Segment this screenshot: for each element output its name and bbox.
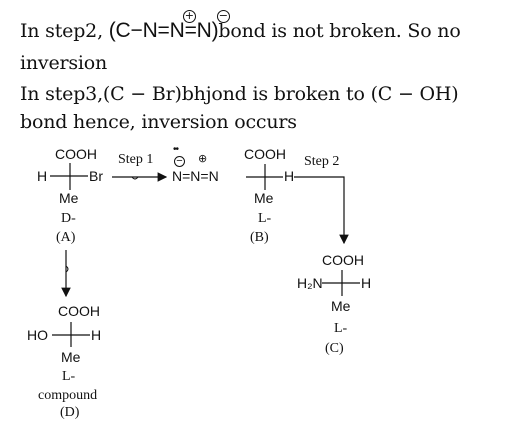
compound-b-bottom-group: Me <box>254 190 274 206</box>
compound-a-label: (A) <box>56 230 76 245</box>
compound-a-right-group: Br <box>89 168 103 184</box>
compound-c-config: L- <box>334 321 348 336</box>
compound-b-config: L- <box>258 211 272 226</box>
compound-d-top-group: COOH <box>58 303 100 319</box>
compound-d-right-group: H <box>91 327 102 343</box>
minus-charge-icon: − <box>216 9 230 23</box>
compound-c-left-group: H₂N <box>297 275 323 291</box>
compound-c-right-group: H <box>361 275 372 291</box>
compound-a-bottom-group: Me <box>59 190 79 206</box>
step1-label: Step 1 <box>118 152 154 167</box>
paragraph-line-1: In step2, (C−N=N=N)+−bond is not broken.… <box>20 9 461 43</box>
paragraph-line-2: inversion <box>20 52 108 74</box>
compound-d-label: (D) <box>60 405 80 420</box>
compound-a-top-group: COOH <box>55 146 97 162</box>
compound-c-label: (C) <box>325 341 344 356</box>
compound-b-label: (B) <box>250 230 269 245</box>
compound-d-left-group: HO <box>27 327 48 343</box>
compound-d-config: L- <box>62 369 76 384</box>
lone-pair-icon: •• <box>173 144 179 155</box>
step1-arrow-tail-mark <box>131 176 139 180</box>
line1-prefix: In step2, <box>20 20 109 42</box>
azide-reagent: N=N=N <box>172 168 219 184</box>
paragraph-line-4: bond hence, inversion occurs <box>20 111 297 133</box>
paragraph-line-3: In step3,(C − Br)bhjond is broken to (C … <box>20 83 459 105</box>
azide-minus-charge-icon: − <box>174 156 185 167</box>
azide-bond-formula: (C−N=N=N)+− <box>108 9 230 42</box>
step3-arrow-tail-mark <box>65 265 69 273</box>
compound-b-top-group: COOH <box>244 146 286 162</box>
compound-b-right-group: H <box>284 168 295 184</box>
step2-label: Step 2 <box>304 154 340 169</box>
plus-charge-icon: + <box>182 9 196 23</box>
azide-plus-charge-icon: ⊕ <box>198 153 208 165</box>
compound-a-left-group: H <box>37 168 48 184</box>
step2-arrow <box>294 176 349 245</box>
compound-d-word: compound <box>38 388 98 403</box>
compound-d-bottom-group: Me <box>61 349 81 365</box>
compound-c-top-group: COOH <box>322 252 364 268</box>
compound-c-bottom-group: Me <box>331 298 351 314</box>
line1-suffix: bond is not broken. So no <box>218 20 461 42</box>
compound-a-config: D- <box>61 211 76 226</box>
